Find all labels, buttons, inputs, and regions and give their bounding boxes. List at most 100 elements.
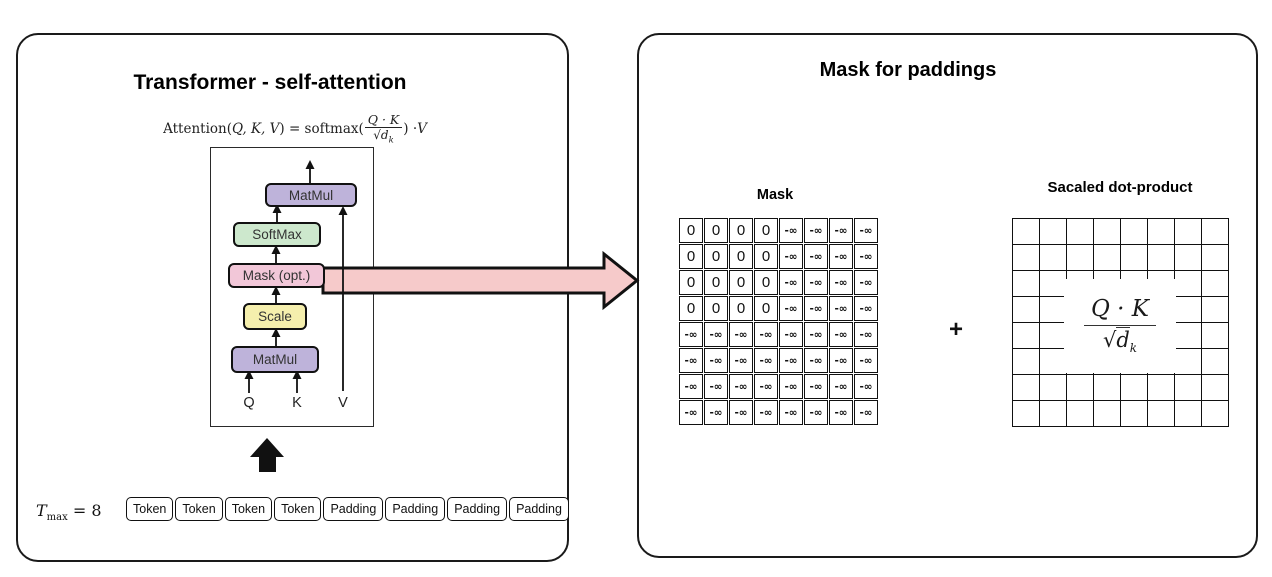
mask-cell: 0 xyxy=(679,270,703,295)
token-box: Token xyxy=(126,497,174,521)
matmul-top-box: MatMul xyxy=(265,183,357,207)
mask-cell: 0 xyxy=(679,244,703,269)
mask-opt-box: Mask (opt.) xyxy=(228,263,325,288)
mask-cell: -∞ xyxy=(829,270,853,295)
formula-args: Q, K, V xyxy=(231,121,280,137)
mask-cell: -∞ xyxy=(804,348,828,373)
formula-numerator: Q · K xyxy=(364,113,403,128)
tmax-subscript: max xyxy=(46,512,68,524)
grid-cell xyxy=(1120,244,1148,271)
mask-cell: -∞ xyxy=(779,322,803,347)
mask-cell: -∞ xyxy=(829,322,853,347)
mask-cell: -∞ xyxy=(804,218,828,243)
mask-cell: 0 xyxy=(704,244,728,269)
mask-cell: -∞ xyxy=(779,296,803,321)
grid-cell xyxy=(1174,400,1202,427)
formula-close: ) · xyxy=(403,121,418,137)
mask-cell: -∞ xyxy=(829,374,853,399)
grid-cell xyxy=(1012,348,1040,375)
grid-cell xyxy=(1066,374,1094,401)
mask-cell: 0 xyxy=(729,244,753,269)
mask-cell: -∞ xyxy=(779,218,803,243)
grid-cell xyxy=(1201,270,1229,297)
tmax-label: Tmax = 8 xyxy=(36,501,102,523)
grid-cell xyxy=(1093,400,1121,427)
mask-cell: -∞ xyxy=(704,348,728,373)
grid-cell xyxy=(1012,244,1040,271)
mask-cell: 0 xyxy=(704,296,728,321)
grid-cell xyxy=(1174,218,1202,245)
formula-denominator: √dk xyxy=(373,126,394,145)
grid-cell xyxy=(1012,270,1040,297)
mask-cell: -∞ xyxy=(804,400,828,425)
mask-cell: -∞ xyxy=(854,400,878,425)
grid-cell xyxy=(1174,374,1202,401)
mask-cell: -∞ xyxy=(854,374,878,399)
mask-cell: 0 xyxy=(754,296,778,321)
plus-sign: + xyxy=(948,316,963,343)
mask-cell: -∞ xyxy=(854,270,878,295)
grid-cell xyxy=(1066,244,1094,271)
mask-cell: -∞ xyxy=(804,270,828,295)
left-panel-title: Transformer - self-attention xyxy=(133,71,407,94)
grid-cell xyxy=(1012,374,1040,401)
k-input-label: K xyxy=(292,395,302,411)
mask-cell: -∞ xyxy=(679,400,703,425)
grid-cell xyxy=(1174,296,1202,323)
softmax-box: SoftMax xyxy=(233,222,321,247)
grid-cell xyxy=(1120,400,1148,427)
mask-cell: -∞ xyxy=(854,348,878,373)
grid-cell xyxy=(1201,244,1229,271)
q-input-label: Q xyxy=(243,395,255,411)
right-panel-title: Mask for paddings xyxy=(819,59,997,81)
grid-formula-den-base: d xyxy=(1116,327,1130,353)
mask-cell: 0 xyxy=(704,270,728,295)
grid-cell xyxy=(1039,322,1067,349)
formula-den-base: d xyxy=(380,126,389,142)
mask-cell: -∞ xyxy=(779,400,803,425)
mask-cell: -∞ xyxy=(829,348,853,373)
grid-cell xyxy=(1201,296,1229,323)
mask-cell: -∞ xyxy=(829,244,853,269)
scaled-dot-product-title: Sacaled dot-product xyxy=(1047,179,1193,196)
mask-cell: -∞ xyxy=(754,348,778,373)
mask-cell: -∞ xyxy=(854,296,878,321)
radical-sign: √ xyxy=(1102,328,1117,353)
mask-cell: 0 xyxy=(754,218,778,243)
mask-cell: -∞ xyxy=(704,322,728,347)
mask-matrix-title: Mask xyxy=(756,187,794,203)
matmul-bottom-box: MatMul xyxy=(231,346,319,373)
grid-cell xyxy=(1012,400,1040,427)
grid-cell xyxy=(1039,374,1067,401)
mask-cell: -∞ xyxy=(854,322,878,347)
formula-fn1: Attention( xyxy=(163,121,232,137)
mask-cell: -∞ xyxy=(679,374,703,399)
mask-cell: -∞ xyxy=(779,244,803,269)
formula-v: V xyxy=(417,121,427,137)
mask-cell: -∞ xyxy=(779,270,803,295)
mask-cell: -∞ xyxy=(679,348,703,373)
grid-cell xyxy=(1147,218,1175,245)
grid-formula-den-sub: k xyxy=(1129,341,1138,356)
v-input-label: V xyxy=(338,395,348,411)
grid-cell xyxy=(1147,244,1175,271)
mask-cell: 0 xyxy=(679,296,703,321)
grid-cell xyxy=(1174,244,1202,271)
grid-cell xyxy=(1201,400,1229,427)
tmax-symbol: T xyxy=(36,501,47,520)
grid-cell xyxy=(1012,296,1040,323)
mask-cell: -∞ xyxy=(804,322,828,347)
grid-cell xyxy=(1120,218,1148,245)
grid-cell xyxy=(1201,374,1229,401)
mask-cell: -∞ xyxy=(729,348,753,373)
grid-cell xyxy=(1039,296,1067,323)
mask-cell: 0 xyxy=(754,270,778,295)
tmax-value: = 8 xyxy=(67,501,102,520)
mask-cell: -∞ xyxy=(854,244,878,269)
mask-cell: 0 xyxy=(729,218,753,243)
grid-cell xyxy=(1039,270,1067,297)
padding-box: Padding xyxy=(447,497,508,521)
mask-cell: -∞ xyxy=(804,374,828,399)
